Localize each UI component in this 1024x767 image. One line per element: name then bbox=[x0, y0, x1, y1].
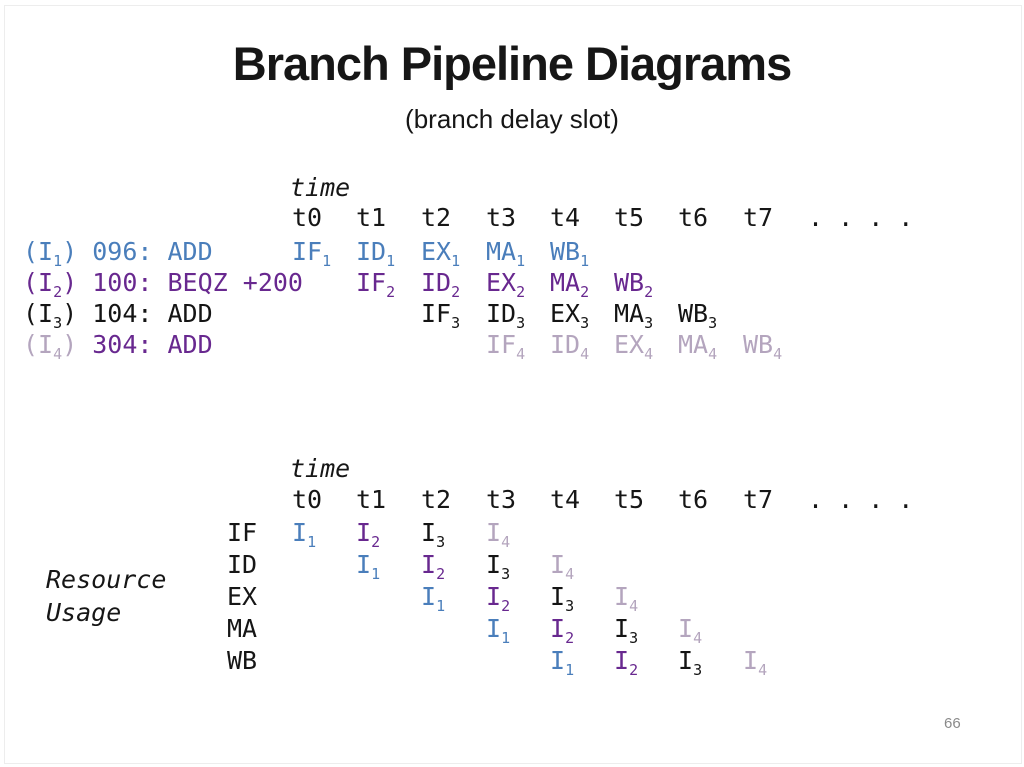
pipeline-stage-cell: WB3 bbox=[678, 299, 718, 332]
stage-row-label: MA bbox=[227, 614, 258, 643]
resource-usage-cell: I3 bbox=[614, 614, 639, 647]
resource-usage-cell: I3 bbox=[486, 550, 511, 583]
time-col-header: t1 bbox=[356, 485, 387, 514]
pipeline-stage-cell: EX3 bbox=[550, 299, 590, 332]
pipeline-stage-cell: IF2 bbox=[356, 268, 396, 301]
resource-usage-cell: I2 bbox=[550, 614, 575, 647]
stage-row-label: IF bbox=[227, 518, 258, 547]
pipeline-stage-cell: WB1 bbox=[550, 237, 590, 270]
resource-usage-cell: I4 bbox=[614, 582, 639, 615]
resource-usage-cell: I1 bbox=[292, 518, 317, 551]
time-col-header: t6 bbox=[678, 203, 709, 232]
slide-title: Branch Pipeline Diagrams bbox=[232, 37, 792, 90]
pipeline-stage-cell: WB4 bbox=[743, 330, 783, 363]
resource-usage-cell: I4 bbox=[743, 646, 768, 679]
stage-row-label: WB bbox=[227, 646, 258, 675]
time-col-header: t7 bbox=[743, 203, 774, 232]
resource-usage-cell: I1 bbox=[550, 646, 575, 679]
pipeline-stage-cell: MA3 bbox=[614, 299, 654, 332]
resource-usage-cell: I2 bbox=[614, 646, 639, 679]
pipeline-stage-cell: EX1 bbox=[421, 237, 461, 270]
slide-border bbox=[4, 5, 1022, 764]
pipeline-stage-cell: EX4 bbox=[614, 330, 654, 363]
resource-usage-cell: I1 bbox=[486, 614, 511, 647]
page-number: 66 bbox=[944, 715, 961, 732]
resource-usage-cell: I3 bbox=[678, 646, 703, 679]
time-col-header: t7 bbox=[743, 485, 774, 514]
resource-usage-cell: I4 bbox=[550, 550, 575, 583]
time-col-header: t6 bbox=[678, 485, 709, 514]
time-col-header: t3 bbox=[486, 485, 517, 514]
time-col-header: t4 bbox=[550, 203, 581, 232]
resource-usage-caption: Usage bbox=[46, 598, 122, 627]
resource-usage-cell: I3 bbox=[421, 518, 446, 551]
instruction-label: (I3) 104: ADD bbox=[23, 299, 213, 332]
pipeline-stage-cell: IF4 bbox=[486, 330, 526, 363]
time-col-header: t2 bbox=[421, 485, 452, 514]
resource-usage-cell: I4 bbox=[678, 614, 703, 647]
ellipsis: . . . . bbox=[808, 203, 914, 232]
resource-usage-cell: I2 bbox=[356, 518, 381, 551]
time-col-header: t3 bbox=[486, 203, 517, 232]
instruction-label: (I4) 304: ADD bbox=[23, 330, 213, 363]
slide-subtitle: (branch delay slot) bbox=[405, 104, 619, 134]
time-col-header: t0 bbox=[292, 485, 323, 514]
stage-row-label: ID bbox=[227, 550, 258, 579]
time-col-header: t5 bbox=[614, 203, 645, 232]
resource-usage-cell: I3 bbox=[550, 582, 575, 615]
resource-usage-caption: Resource bbox=[46, 565, 167, 594]
pipeline-stage-cell: ID1 bbox=[356, 237, 396, 270]
pipeline-stage-cell: MA4 bbox=[678, 330, 718, 363]
time-col-header: t5 bbox=[614, 485, 645, 514]
pipeline-stage-cell: WB2 bbox=[614, 268, 654, 301]
pipeline-stage-cell: MA1 bbox=[486, 237, 526, 270]
instruction-label: (I2) 100: BEQZ +200 bbox=[23, 268, 303, 301]
time-col-header: t1 bbox=[356, 203, 387, 232]
pipeline-stage-cell: ID4 bbox=[550, 330, 590, 363]
resource-usage-cell: I1 bbox=[356, 550, 381, 583]
pipeline-stage-cell: IF3 bbox=[421, 299, 461, 332]
time-col-header: t2 bbox=[421, 203, 452, 232]
resource-usage-cell: I2 bbox=[421, 550, 446, 583]
time-col-header: t0 bbox=[292, 203, 323, 232]
resource-usage-cell: I1 bbox=[421, 582, 446, 615]
stage-row-label: EX bbox=[227, 582, 258, 611]
pipeline-stage-cell: IF1 bbox=[292, 237, 332, 270]
resource-usage-cell: I4 bbox=[486, 518, 511, 551]
time-label: time bbox=[290, 173, 351, 202]
resource-usage-cell: I2 bbox=[486, 582, 511, 615]
pipeline-stage-cell: ID3 bbox=[486, 299, 526, 332]
pipeline-stage-cell: EX2 bbox=[486, 268, 526, 301]
ellipsis: . . . . bbox=[808, 485, 914, 514]
instruction-label: (I1) 096: ADD bbox=[23, 237, 213, 270]
time-label: time bbox=[290, 454, 351, 483]
pipeline-stage-cell: ID2 bbox=[421, 268, 461, 301]
time-col-header: t4 bbox=[550, 485, 581, 514]
pipeline-stage-cell: MA2 bbox=[550, 268, 590, 301]
